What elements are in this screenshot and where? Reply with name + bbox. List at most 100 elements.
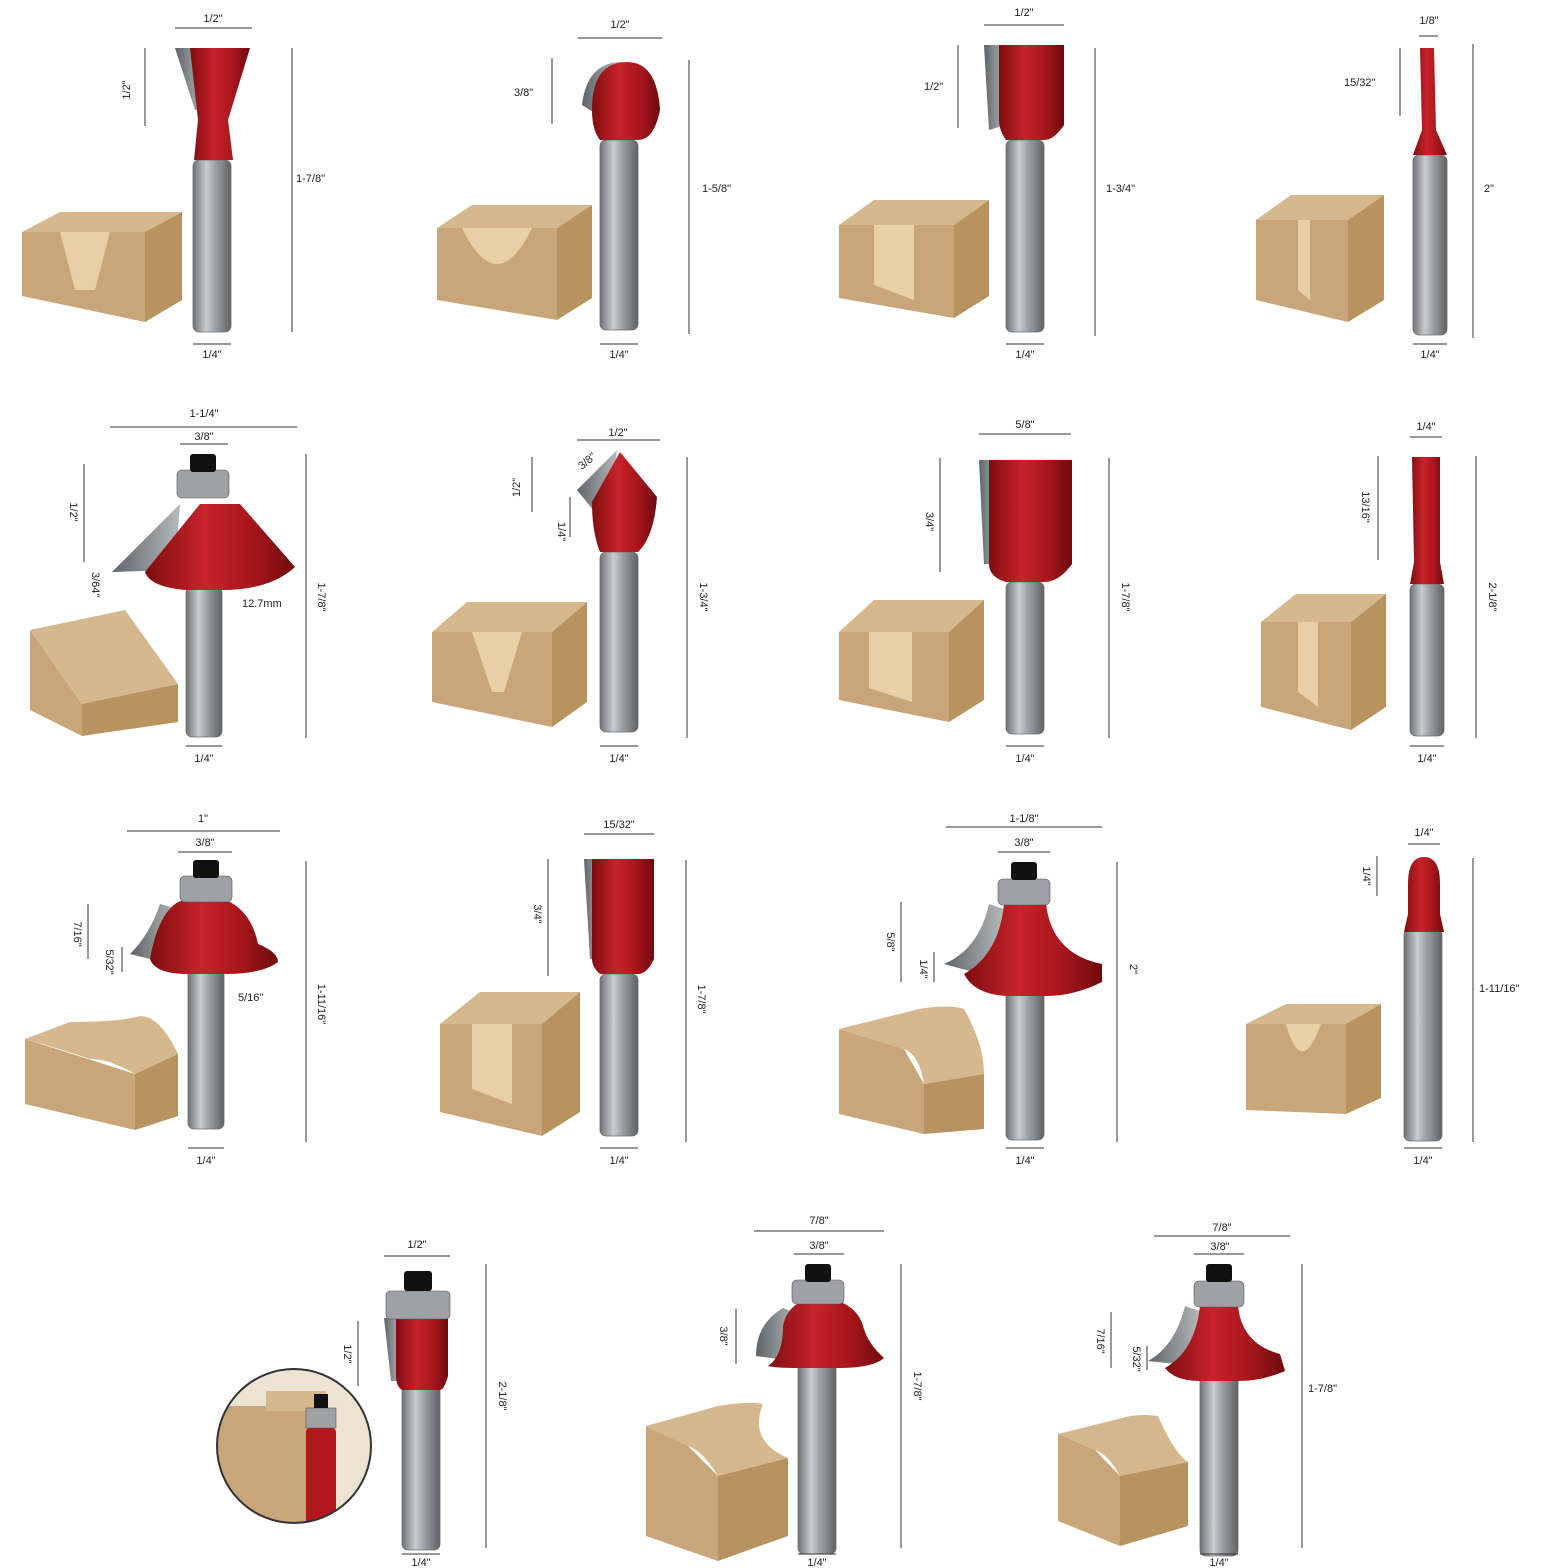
red-body xyxy=(999,45,1064,140)
dim-side: 3/8" xyxy=(717,1326,729,1345)
dim-side: 3/4" xyxy=(923,512,935,531)
dim-top: 1/2" xyxy=(1014,7,1033,19)
dim-height: 1-7/8" xyxy=(1119,583,1131,612)
bearing xyxy=(179,875,233,903)
dim-shank: 1/4" xyxy=(202,349,221,361)
bit-chamfer: 1-1/4" 3/8" 1/2" 3/64" 12.7mm 1-7/8" 1/4… xyxy=(0,392,392,784)
dim-top: 15/32" xyxy=(603,819,635,831)
red-body xyxy=(592,859,654,974)
dim-top: 1/8" xyxy=(1419,15,1438,27)
dim-small: 5/32" xyxy=(103,949,115,974)
wood-block xyxy=(22,212,182,322)
dim-side: 1/2" xyxy=(341,1344,353,1363)
dim-height: 2" xyxy=(1484,183,1494,195)
red-body xyxy=(989,460,1072,582)
dim-outer: 1-1/4" xyxy=(190,408,219,420)
dim-side: 13/16" xyxy=(1359,491,1371,523)
bearing xyxy=(385,1290,451,1320)
bearing xyxy=(997,878,1051,906)
dim-side: 1/2" xyxy=(121,80,133,99)
dim-angle: 3/8" xyxy=(576,451,598,473)
dim-bearing: 3/8" xyxy=(194,431,213,443)
shank xyxy=(599,139,639,331)
dim-bearing: 3/8" xyxy=(1210,1241,1229,1253)
dim-height: 2-1/8" xyxy=(1486,583,1498,612)
nut xyxy=(193,860,219,878)
nut xyxy=(1011,862,1037,880)
dim-bearing: 3/8" xyxy=(809,1240,828,1252)
bit-dovetail: 1/2" 1/2" 1-7/8" 1/4" xyxy=(0,0,392,392)
dim-side: 1/2" xyxy=(67,502,79,521)
red-body xyxy=(964,904,1102,996)
dim-height: 1-7/8" xyxy=(296,173,325,185)
wood-block xyxy=(1058,1415,1188,1546)
dim-height: 1-7/8" xyxy=(695,985,707,1014)
red-body xyxy=(145,504,295,590)
dim-shank: 1/4" xyxy=(1209,1557,1228,1568)
shank xyxy=(599,973,639,1137)
dim-height: 1-7/8" xyxy=(315,583,327,612)
shank xyxy=(1005,139,1045,333)
bearing xyxy=(1193,1280,1245,1308)
shank xyxy=(1412,154,1448,336)
dim-shank: 1/4" xyxy=(1015,349,1034,361)
wood-block xyxy=(437,205,592,320)
red-body xyxy=(768,1296,884,1368)
wood-block xyxy=(839,1006,984,1134)
red-body xyxy=(1404,857,1444,932)
bit-flush-trim: 1/2" 1/2" 2-1/8" 1/4" xyxy=(196,1176,588,1568)
dim-height: 2-1/8" xyxy=(496,1382,508,1411)
dim-top: 1/2" xyxy=(610,19,629,31)
dim-shank: 1/4" xyxy=(1417,753,1436,765)
bit-straight-five-eighth: 5/8" 3/4" 1-7/8" 1/4" xyxy=(784,392,1176,784)
dim-small: 1/4" xyxy=(917,959,929,978)
wood-block xyxy=(440,992,580,1136)
dim-height: 1-3/4" xyxy=(697,583,709,612)
dim-side: 1/2" xyxy=(924,81,943,93)
shank xyxy=(1409,583,1445,737)
dim-radius: 5/16" xyxy=(238,992,263,1004)
wood-block xyxy=(646,1402,788,1561)
dim-side: 5/8" xyxy=(884,932,896,951)
bit-round-over-large: 1-1/8" 3/8" 5/8" 1/4" 2" 1/4" xyxy=(784,784,1176,1176)
bearing xyxy=(176,469,230,499)
shank xyxy=(1199,1365,1239,1557)
bit-round-nose: 1/4" 1/4" 1-11/16" 1/4" xyxy=(1176,784,1568,1176)
wood-block xyxy=(432,602,587,727)
dim-side: 1/4" xyxy=(1360,866,1372,885)
dim-shank: 1/4" xyxy=(1420,349,1439,361)
dim-small: 3/64" xyxy=(89,572,101,597)
bit-straight-fifteen-32: 15/32" 3/4" 1-7/8" 1/4" xyxy=(392,784,784,1176)
dim-shank: 1/4" xyxy=(411,1557,430,1568)
red-body xyxy=(150,897,278,974)
dim-top: 1/4" xyxy=(1416,421,1435,433)
bit-core-box: 1/2" 3/8" 1-5/8" 1/4" xyxy=(392,0,784,392)
nut xyxy=(805,1264,831,1282)
dim-side: 3/8" xyxy=(514,87,533,99)
shank xyxy=(401,1385,441,1551)
dim-top: 1/2" xyxy=(203,13,222,25)
dim-top: 1/4" xyxy=(1414,827,1433,839)
dim-height: 2" xyxy=(1127,964,1139,974)
dim-outer: 1-1/8" xyxy=(1010,813,1039,825)
nut xyxy=(1206,1264,1232,1282)
dim-shank: 1/4" xyxy=(1015,1155,1034,1167)
bit-round-over-small: 7/8" 3/8" 7/16" 5/32" 1-7/8" 1/4" xyxy=(980,1176,1372,1568)
bearing xyxy=(791,1279,845,1305)
shank xyxy=(1005,581,1045,735)
dim-top: 5/8" xyxy=(1015,419,1034,431)
bit-cove: 7/8" 3/8" 3/8" 1-7/8" 1/4" xyxy=(588,1176,980,1568)
dim-side: 3/4" xyxy=(531,904,543,923)
dim-height: 1-7/8" xyxy=(1308,1383,1337,1395)
dim-shank: 1/4" xyxy=(1015,753,1034,765)
dim-shank: 1/4" xyxy=(807,1557,826,1568)
dim-top: 1/2" xyxy=(608,427,627,439)
shank xyxy=(1005,983,1045,1141)
dim-side: 1/2" xyxy=(511,478,523,497)
dim-height: 1-11/16" xyxy=(315,984,327,1024)
dim-height: 1-7/8" xyxy=(911,1372,923,1401)
wood-block xyxy=(839,200,989,318)
dim-bearing: 3/8" xyxy=(195,837,214,849)
dim-side: 7/16" xyxy=(71,921,83,946)
dim-height: 1-5/8" xyxy=(702,183,731,195)
